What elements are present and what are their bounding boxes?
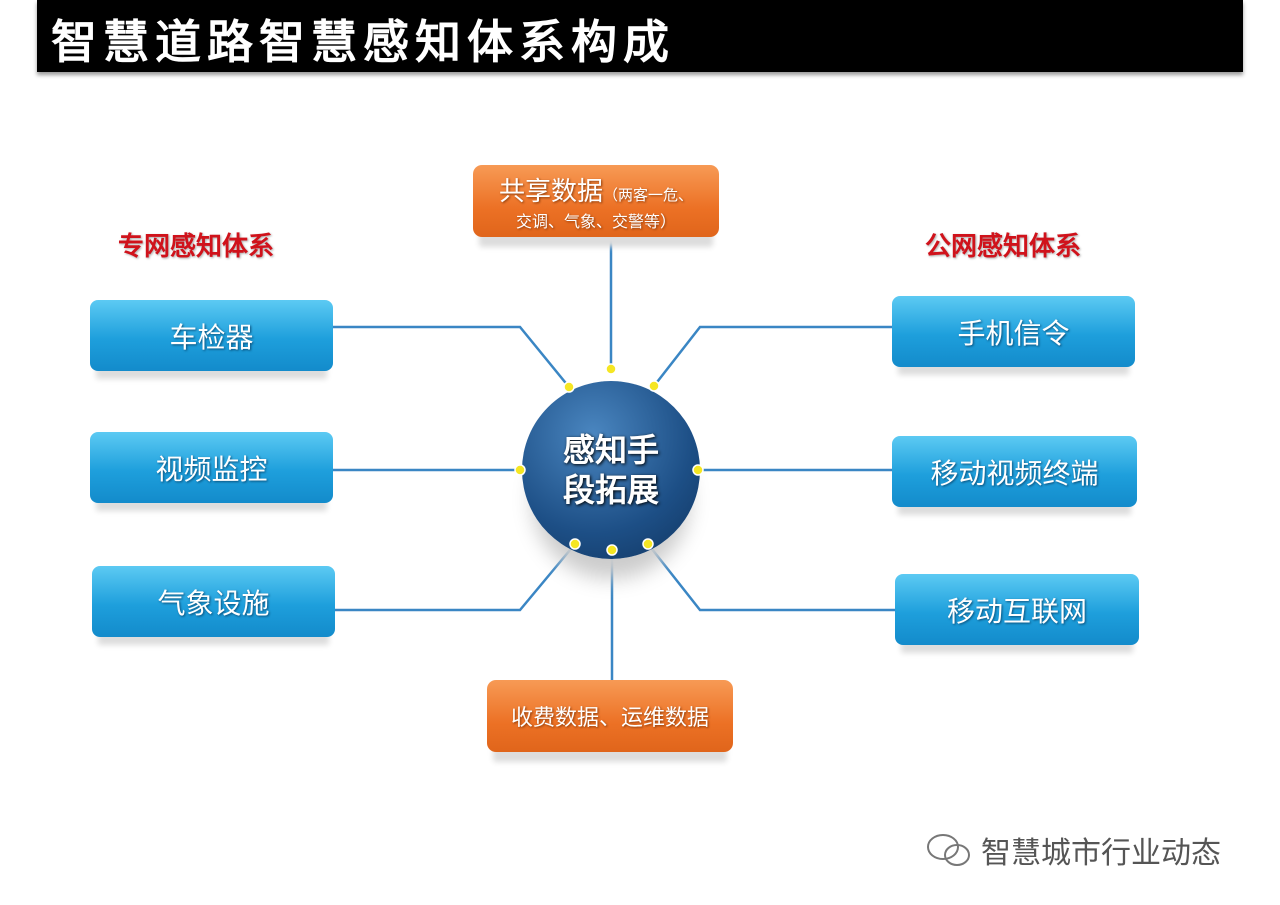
private-network-label: 专网感知体系: [118, 232, 275, 262]
toll-data-label: 收费数据、运维数据: [510, 706, 709, 731]
left-item-video-surveillance: 视频监控: [90, 432, 333, 503]
shared-data-sub2: 交调、气象、交警等）: [515, 211, 676, 231]
wechat-icon: [927, 834, 970, 866]
watermark-text: 智慧城市行业动态: [981, 836, 1221, 871]
node-dot: [606, 544, 618, 556]
left-item-vehicle-detector: 车检器: [90, 300, 333, 371]
right-item-phone-signaling: 手机信令: [892, 296, 1135, 367]
node-dot: [563, 381, 575, 393]
toll-data-box: 收费数据、运维数据: [487, 680, 733, 752]
right-item-mobile-internet: 移动互联网: [895, 574, 1139, 645]
node-dot: [514, 464, 526, 476]
node-dot: [642, 538, 654, 550]
center-line1: 感知手: [562, 431, 659, 469]
left-item-weather-facility: 气象设施: [92, 566, 335, 637]
node-dot: [605, 363, 617, 375]
center-sphere: 感知手 段拓展: [522, 381, 700, 559]
page-title: 智慧道路智慧感知体系构成: [51, 15, 675, 69]
right-item-mobile-video: 移动视频终端: [892, 436, 1137, 507]
shared-data-sub1: （两客一危、: [603, 185, 694, 204]
shared-data-title: 共享数据: [498, 176, 603, 207]
watermark: 智慧城市行业动态: [925, 828, 1221, 872]
public-network-label: 公网感知体系: [925, 232, 1082, 262]
node-dot: [569, 538, 581, 550]
node-dot: [648, 380, 660, 392]
title-bar: 智慧道路智慧感知体系构成: [37, 0, 1243, 72]
node-dot: [692, 464, 704, 476]
shared-data-box: 共享数据（两客一危、 交调、气象、交警等）: [473, 165, 719, 237]
center-line2: 段拓展: [562, 471, 659, 509]
